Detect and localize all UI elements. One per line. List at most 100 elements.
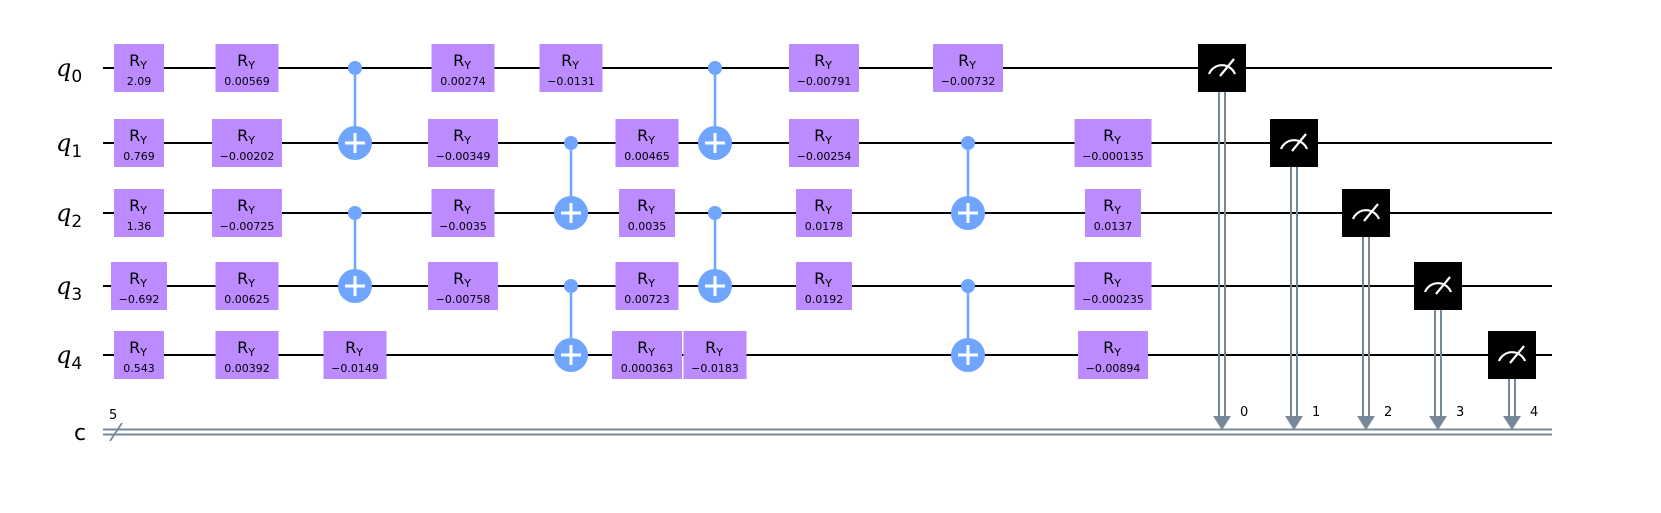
ry-gate-name-main: R [345, 338, 356, 357]
ry-gate-box [615, 119, 679, 167]
ry-gate-param: −0.00758 [436, 293, 491, 306]
ry-gate-param: −0.0131 [547, 75, 595, 88]
ry-gate: RY2.09 [114, 44, 164, 92]
classical-bus-slash [109, 422, 123, 442]
ry-gate-box [215, 331, 279, 379]
ry-gate: RY−0.0035 [431, 189, 495, 237]
ry-gate-name: RY [705, 338, 723, 359]
ry-gate-param: −0.0149 [331, 362, 379, 375]
qubit-label-letter: q [56, 129, 71, 157]
ry-gate: RY−0.00791 [789, 44, 859, 92]
ry-gate-name-sub: Y [824, 204, 832, 217]
ry-gate-box [612, 331, 682, 379]
ry-gate-box [619, 189, 675, 237]
ry-gate-name-sub: Y [139, 346, 147, 359]
meter-icon-arc [1351, 209, 1381, 220]
ry-gate-param: 0.00392 [224, 362, 270, 375]
ry-gate: RY−0.00725 [212, 189, 282, 237]
meter-icon-needle [1219, 58, 1235, 77]
ry-gate-name: RY [1103, 338, 1121, 359]
ry-gate-box [114, 331, 164, 379]
ry-gate-name: RY [637, 338, 655, 359]
ry-gate-name: RY [637, 269, 655, 290]
ry-gate-name: RY [237, 338, 255, 359]
ry-gate: RY−0.00254 [789, 119, 859, 167]
ry-gate-name-sub: Y [247, 346, 255, 359]
ry-gate: RY1.36 [114, 189, 164, 237]
ry-gate: RY0.00274 [431, 44, 495, 92]
ry-gate-param: −0.000235 [1082, 293, 1144, 306]
ry-gate-param: −0.0183 [691, 362, 739, 375]
measure-arrowhead [1503, 416, 1521, 430]
cnot-control-dot [348, 206, 362, 220]
gates-layer: RY2.09RY0.769RY1.36RY−0.692RY0.543RY0.00… [111, 44, 1152, 379]
ry-gate-name-sub: Y [463, 277, 471, 290]
ry-gate-name-main: R [237, 338, 248, 357]
ry-gate: RY0.769 [114, 119, 164, 167]
measure-box [1198, 44, 1246, 92]
qubit-label-index: 1 [71, 142, 82, 162]
ry-gate-box [114, 44, 164, 92]
ry-gate-param: −0.00202 [220, 150, 275, 163]
meter-icon-arc [1497, 351, 1527, 362]
qubit-label-letter: q [56, 54, 71, 82]
ry-gate-name-main: R [453, 126, 464, 145]
ry-gate-name: RY [129, 126, 147, 147]
measure-box [1414, 262, 1462, 310]
measure-box [1270, 119, 1318, 167]
ry-gate-name-sub: Y [824, 59, 832, 72]
cnot-target [338, 126, 372, 160]
ry-gate-name: RY [237, 51, 255, 72]
ry-gate-box [212, 119, 282, 167]
ry-gate-name-main: R [637, 338, 648, 357]
qubit-label-1: q1 [56, 129, 82, 162]
ry-gate-box [933, 44, 1003, 92]
ry-gate-box [215, 44, 279, 92]
ry-gate-name-sub: Y [1113, 134, 1121, 147]
ry-gate-param: 2.09 [127, 75, 152, 88]
ry-gate: RY0.00569 [215, 44, 279, 92]
ry-gate-name-sub: Y [247, 134, 255, 147]
ry-gate-box [114, 119, 164, 167]
ry-gate: RY−0.00894 [1078, 331, 1148, 379]
ry-gate-param: −0.692 [119, 293, 160, 306]
ry-gate-box [796, 262, 852, 310]
ry-gate-name-sub: Y [247, 59, 255, 72]
ry-gate-name-main: R [129, 338, 140, 357]
cnot-target [951, 196, 985, 230]
measure-gate: 1 [1270, 119, 1320, 430]
ry-gate-name-main: R [637, 126, 648, 145]
ry-gate-box [323, 331, 387, 379]
ry-gate-name-main: R [814, 126, 825, 145]
cnot-control-dot [564, 136, 578, 150]
ry-gate-name-main: R [237, 51, 248, 70]
measure-bit-index: 0 [1240, 405, 1248, 420]
ry-gate-name-sub: Y [463, 204, 471, 217]
meter-icon-arc [1423, 282, 1453, 293]
ry-gate-box [789, 44, 859, 92]
ry-gate-box [111, 262, 167, 310]
ry-gate-name-sub: Y [463, 59, 471, 72]
qubit-label-letter: q [56, 341, 71, 369]
ry-gate: RY0.00465 [615, 119, 679, 167]
cnot-target [338, 269, 372, 303]
ry-gate-name: RY [345, 338, 363, 359]
ry-gate-box [1078, 331, 1148, 379]
ry-gate-box [789, 119, 859, 167]
ry-gate-name-main: R [129, 269, 140, 288]
meter-icon-needle [1435, 276, 1451, 295]
ry-gate-name: RY [814, 51, 832, 72]
meter-icon-arc [1207, 64, 1237, 75]
measure-arrowhead [1357, 416, 1375, 430]
ry-gate-name: RY [237, 196, 255, 217]
ry-gate-name-main: R [637, 196, 648, 215]
ry-gate-box [615, 262, 679, 310]
ry-gate-name: RY [237, 269, 255, 290]
ry-gate: RY−0.0131 [539, 44, 603, 92]
ry-gate-name-main: R [705, 338, 716, 357]
ry-gate: RY −0.692 [111, 262, 167, 310]
ry-gate-name-sub: Y [715, 346, 723, 359]
ry-gate-name-sub: Y [139, 277, 147, 290]
